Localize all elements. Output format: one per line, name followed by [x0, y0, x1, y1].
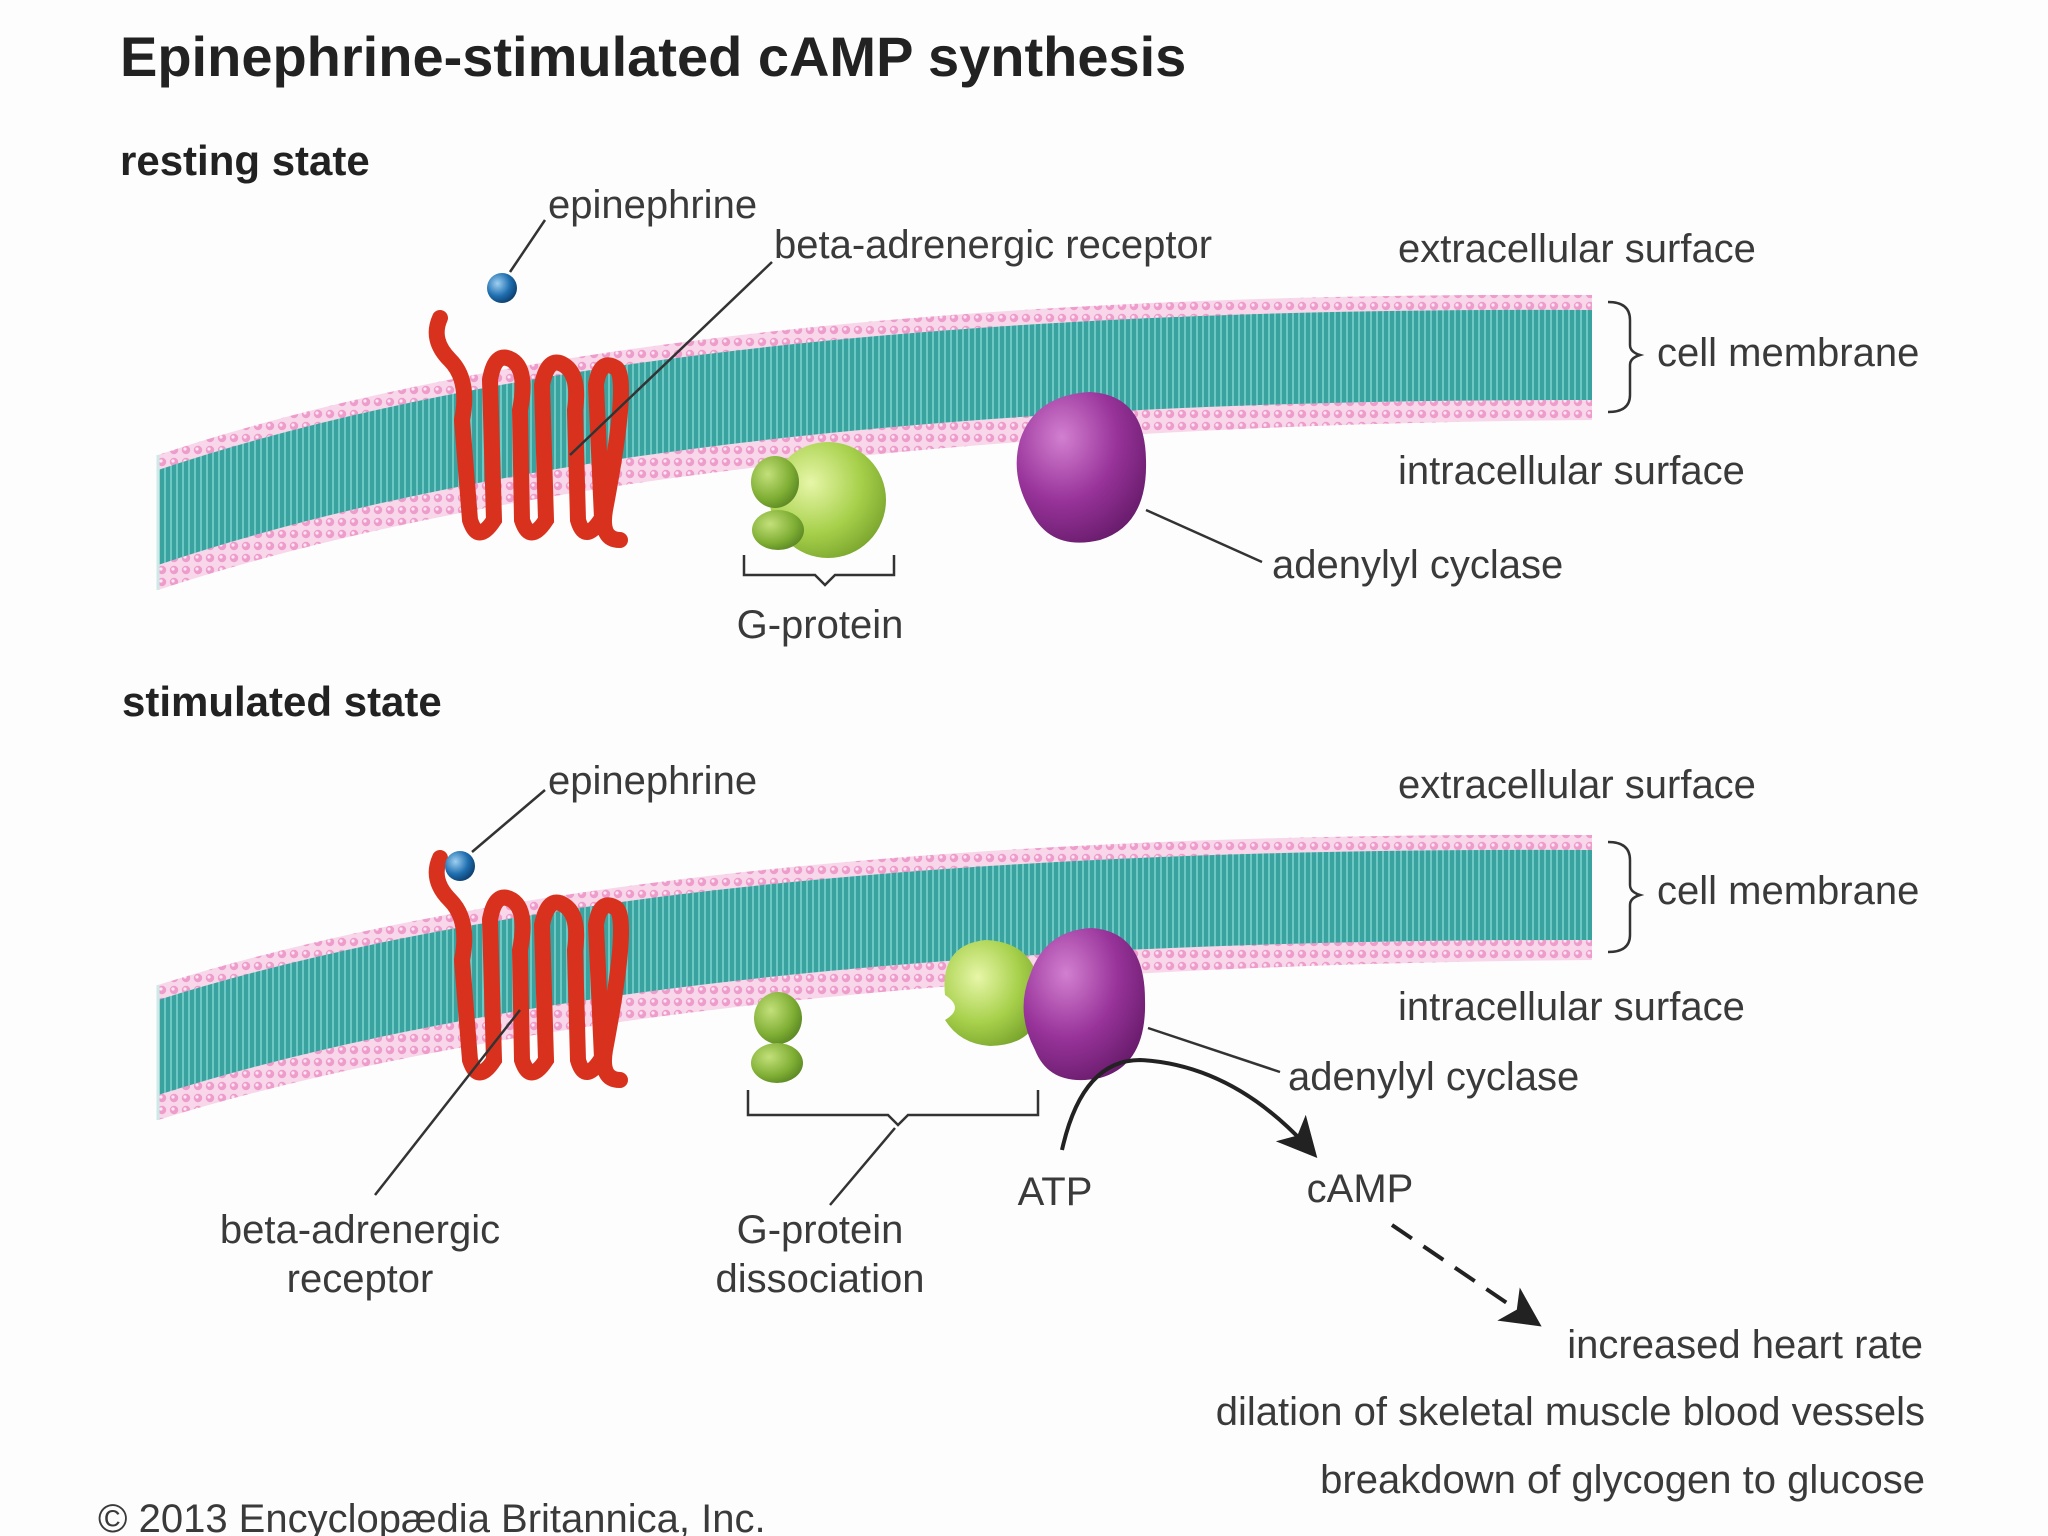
- resting-g-protein-shape: [751, 442, 886, 558]
- stimulated-g-protein-alpha: [944, 940, 1040, 1046]
- resting-g-protein-label: G-protein: [737, 603, 904, 647]
- resting-receptor-label: beta-adrenergic receptor: [774, 223, 1212, 267]
- stimulated-membrane: [156, 834, 1592, 1120]
- stimulated-g-protein-label-line1: G-protein: [737, 1208, 904, 1252]
- stimulated-g-protein-beta-gamma: [751, 992, 803, 1083]
- resting-adenylyl-cyclase-shape: [1016, 392, 1147, 543]
- stimulated-receptor-label-line2: receptor: [287, 1257, 434, 1301]
- stimulated-epinephrine-label: epinephrine: [548, 759, 757, 803]
- atp-label: ATP: [1018, 1170, 1093, 1214]
- resting-epinephrine-molecule: [487, 273, 517, 303]
- resting-beta-receptor-shape: [428, 310, 629, 548]
- camp-label: cAMP: [1307, 1167, 1414, 1211]
- resting-epinephrine-label: epinephrine: [548, 183, 757, 227]
- resting-membrane: [156, 294, 1592, 590]
- stimulated-intracellular-label: intracellular surface: [1398, 985, 1745, 1029]
- effect-item: breakdown of glycogen to glucose: [1320, 1458, 1925, 1502]
- stimulated-beta-receptor-shape: [428, 850, 629, 1088]
- resting-intracellular-label: intracellular surface: [1398, 449, 1745, 493]
- stimulated-cell-membrane-label: cell membrane: [1657, 869, 1919, 913]
- atp-to-camp-arrow: [1060, 1057, 1318, 1158]
- page-title: Epinephrine-stimulated cAMP synthesis: [120, 25, 1186, 88]
- stimulated-receptor-label-line1: beta-adrenergic: [220, 1208, 500, 1252]
- resting-state-heading: resting state: [120, 137, 370, 184]
- resting-extracellular-label: extracellular surface: [1398, 227, 1756, 271]
- stimulated-state-heading: stimulated state: [122, 678, 442, 725]
- stimulated-epinephrine-molecule: [445, 851, 475, 881]
- stimulated-g-protein-label-line2: dissociation: [715, 1257, 924, 1301]
- camp-effects-arrow: [1390, 1223, 1542, 1327]
- resting-adenylyl-cyclase-label: adenylyl cyclase: [1272, 543, 1563, 587]
- effect-item: increased heart rate: [1567, 1323, 1923, 1367]
- effect-item: dilation of skeletal muscle blood vessel…: [1216, 1390, 1925, 1434]
- stimulated-adenylyl-cyclase-label: adenylyl cyclase: [1288, 1055, 1579, 1099]
- stimulated-extracellular-label: extracellular surface: [1398, 763, 1756, 807]
- copyright-notice: © 2013 Encyclopædia Britannica, Inc.: [98, 1497, 766, 1536]
- resting-cell-membrane-label: cell membrane: [1657, 331, 1919, 375]
- stimulated-adenylyl-cyclase-shape: [1023, 928, 1146, 1081]
